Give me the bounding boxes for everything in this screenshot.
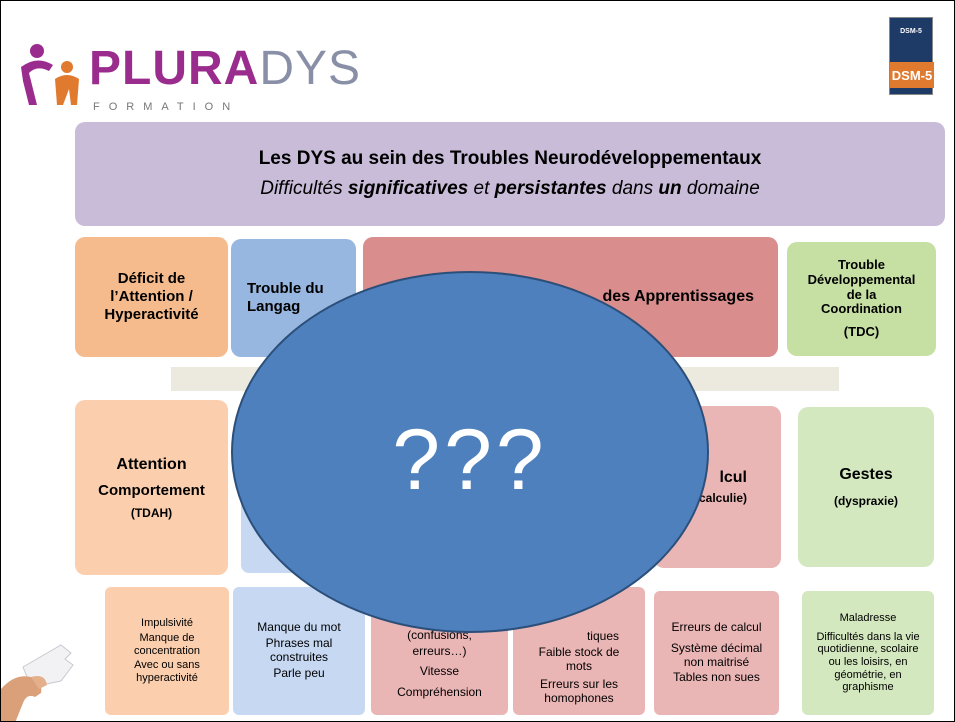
symptom-item: Avec ou sans hyperactivité xyxy=(134,659,200,684)
header-subtitle: Difficultés significatives et persistant… xyxy=(260,178,760,200)
domain-line: (TDAH) xyxy=(130,505,173,520)
domain-attention: Attention Comportement (TDAH) xyxy=(75,400,228,575)
subtitle-part: domaine xyxy=(681,178,760,199)
category-line: Trouble xyxy=(838,256,885,272)
symptom-item: Tables non sues xyxy=(673,670,760,685)
symptom-item: Compréhension xyxy=(397,685,482,700)
symptom-item: Difficultés dans la vie quotidienne, sco… xyxy=(816,630,920,694)
hand-puzzle-illustration xyxy=(1,644,74,721)
question-overlay-circle: ??? xyxy=(231,271,709,633)
subtitle-part: et xyxy=(468,178,495,199)
pluradys-logo: PLURADYS FORMATION xyxy=(15,39,360,119)
question-marks: ??? xyxy=(392,411,548,508)
domain-line: Attention xyxy=(116,455,187,473)
category-line: Coordination xyxy=(821,301,902,317)
category-line: Déficit de xyxy=(117,270,186,287)
subtitle-part: Difficultés xyxy=(260,178,348,199)
category-line: des Apprentissages xyxy=(602,288,754,305)
symptom-item: Impulsivité xyxy=(141,617,193,630)
symptom-item: erreurs…) xyxy=(412,643,467,658)
brand-bold: PLURA xyxy=(89,42,260,95)
symptom-item: Maladresse xyxy=(839,612,897,625)
domain-line: Comportement xyxy=(98,481,205,499)
family-icon xyxy=(21,44,79,105)
subtitle-part: persistantes xyxy=(494,178,607,199)
symptoms-tdah: Impulsivité Manque de concentration Avec… xyxy=(105,587,229,715)
subtitle-part: significatives xyxy=(347,178,469,199)
category-tdah: Déficit de l’Attention / Hyperactivité xyxy=(75,237,228,357)
book-cover-band: DSM-5 xyxy=(890,62,934,88)
domain-gestes: Gestes (dyspraxie) xyxy=(798,407,934,567)
domain-line: lcul xyxy=(719,469,747,486)
symptoms-gestes: Maladresse Difficultés dans la vie quoti… xyxy=(802,591,934,715)
category-line: Hyperactivité xyxy=(104,306,199,323)
category-line: Développemental xyxy=(807,271,916,287)
symptom-item: Vitesse xyxy=(419,664,460,679)
category-line: Trouble du xyxy=(247,280,324,297)
symptom-item: Faible stock de mots xyxy=(538,644,620,673)
subtitle-part: un xyxy=(658,178,682,199)
symptoms-langage: Manque du mot Phrases mal construites Pa… xyxy=(233,587,365,715)
symptom-item: Système décimal non maitrisé xyxy=(670,640,763,669)
header-banner: Les DYS au sein des Troubles Neurodévelo… xyxy=(75,122,945,226)
symptom-item: Erreurs sur les homophones xyxy=(539,677,619,706)
symptom-item: Erreurs de calcul xyxy=(671,619,762,634)
dsm5-book-cover: DSM-5 DSM-5 xyxy=(889,17,934,95)
category-tdc: Trouble Développemental de la Coordinati… xyxy=(787,242,936,356)
logo-subtitle: FORMATION xyxy=(93,101,240,113)
symptoms-calcul: Erreurs de calcul Système décimal non ma… xyxy=(654,591,779,715)
symptom-item: Phrases mal construites xyxy=(265,636,333,664)
symptom-item: Parle peu xyxy=(273,665,325,680)
category-line: (TDC) xyxy=(843,324,880,340)
category-line: l’Attention / xyxy=(110,288,193,305)
brand-light: DYS xyxy=(259,42,362,95)
subtitle-part: dans xyxy=(606,178,659,199)
domain-line: Gestes xyxy=(839,466,893,483)
header-title: Les DYS au sein des Troubles Neurodévelo… xyxy=(258,148,762,169)
domain-line: calculie) xyxy=(698,491,747,505)
book-title: DSM-5 xyxy=(900,28,922,35)
symptom-item: Manque de concentration xyxy=(133,632,201,657)
symptom-item: Manque du mot xyxy=(257,620,341,635)
category-line: de la xyxy=(846,286,877,302)
domain-line: (dyspraxie) xyxy=(833,494,899,508)
symptom-item: tiques xyxy=(586,629,619,644)
book-cover-big: DSM-5 xyxy=(891,67,933,83)
category-line: Langag xyxy=(247,298,301,315)
